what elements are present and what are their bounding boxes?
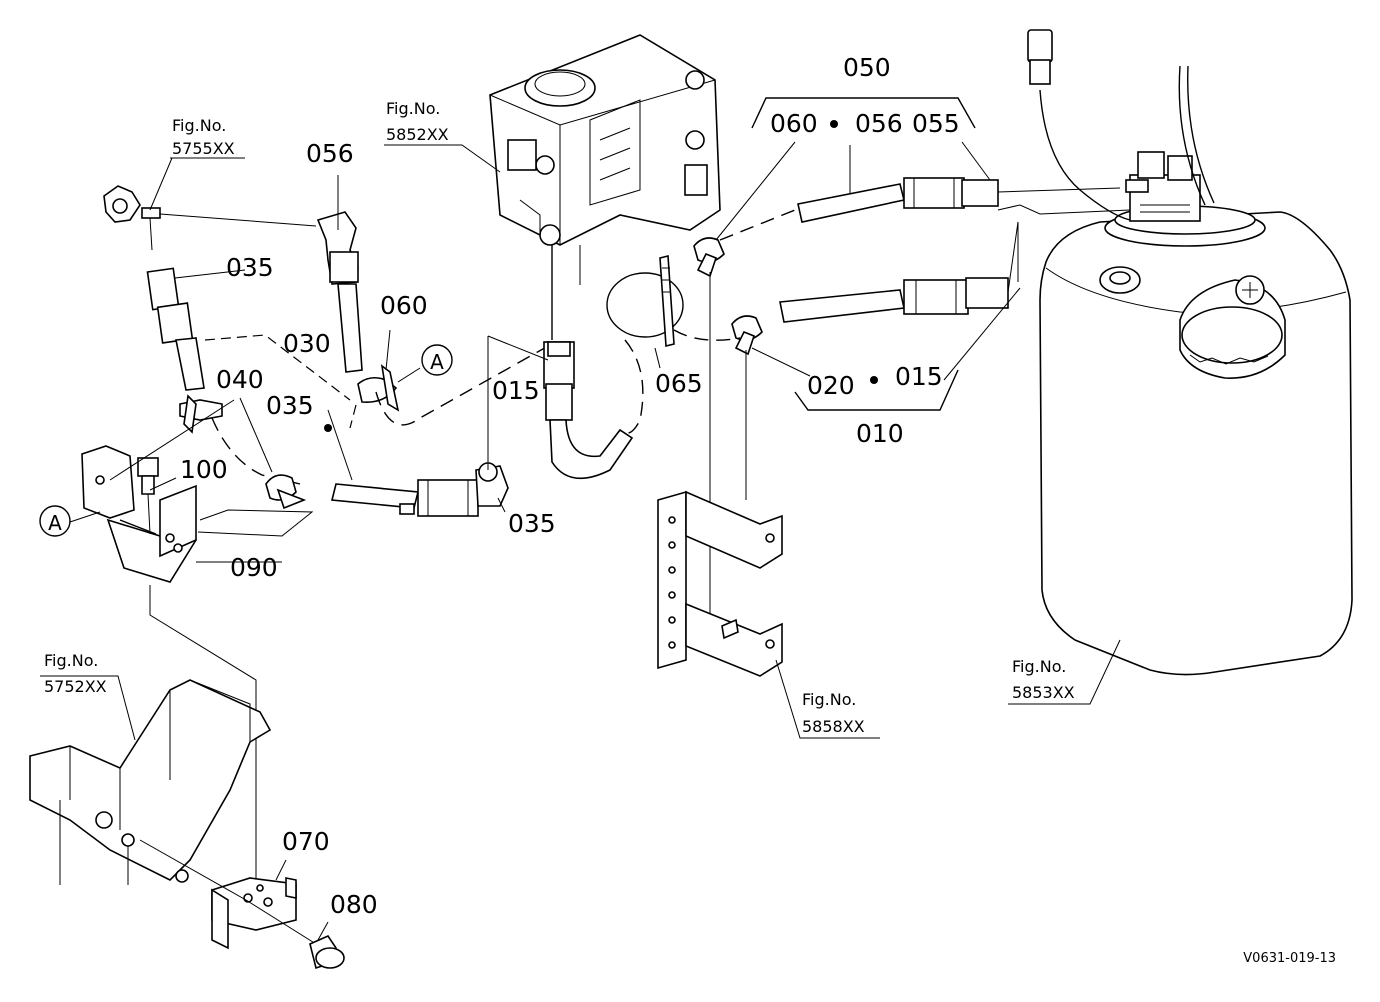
fig-ref-5852-number: 5852XX (386, 125, 449, 144)
center-bracket (657, 490, 783, 677)
fig-ref-5853-title: Fig.No. (1012, 657, 1066, 676)
label-030: 030 (283, 329, 331, 358)
middle-hose-assembly (543, 207, 801, 620)
hose-assembly-010 (779, 221, 1019, 384)
lower-frame (29, 679, 345, 970)
label-100: 100 (180, 455, 228, 484)
fig-ref-5755: Fig.No. 5755XX (172, 116, 235, 158)
label-035-c: 035 (508, 509, 556, 538)
callout-a-mid: A (430, 350, 444, 374)
callout-a-left-circle (39, 505, 71, 537)
part-labels: 050 060 056 055 056 035 060 030 040 035 … (180, 53, 960, 919)
fig-ref-5858-title: Fig.No. (802, 690, 856, 709)
label-090: 090 (230, 553, 278, 582)
group-dot-030 (324, 424, 332, 432)
label-065: 065 (655, 369, 703, 398)
label-015-mid: 015 (492, 376, 540, 405)
fig-ref-5755-number: 5755XX (172, 139, 235, 158)
fig-ref-5858: Fig.No. 5858XX (802, 690, 865, 736)
fig-ref-5853: Fig.No. 5853XX (1012, 657, 1075, 702)
label-060-top: 060 (770, 109, 818, 138)
fig-ref-5853-number: 5853XX (1012, 683, 1075, 702)
label-040: 040 (216, 365, 264, 394)
label-015-right: 015 (895, 362, 943, 391)
hose-assembly-050 (797, 120, 1131, 223)
fig-ref-5858-number: 5858XX (802, 717, 865, 736)
label-080: 080 (330, 890, 378, 919)
leader-lines (40, 97, 1121, 941)
bracket-090 (81, 399, 314, 890)
label-035-a: 035 (226, 253, 274, 282)
dosing-pump (489, 34, 721, 340)
def-tank (1027, 29, 1353, 676)
label-056-left: 056 (306, 139, 354, 168)
fig-ref-5752-title: Fig.No. (44, 651, 98, 670)
drawing-code: V0631-019-13 (1243, 951, 1336, 966)
label-010: 010 (856, 419, 904, 448)
callout-a-mid-circle (421, 344, 453, 376)
fig-ref-5752-number: 5752XX (44, 677, 107, 696)
label-070: 070 (282, 827, 330, 856)
label-020: 020 (807, 371, 855, 400)
label-060-left: 060 (380, 291, 428, 320)
callout-a-left: A (48, 511, 62, 535)
label-050: 050 (843, 53, 891, 82)
fig-ref-5852-title: Fig.No. (386, 99, 440, 118)
label-035-b: 035 (266, 391, 314, 420)
label-056-top: 056 (855, 109, 903, 138)
fig-ref-5852: Fig.No. 5852XX (386, 99, 449, 144)
label-055: 055 (912, 109, 960, 138)
fig-ref-5752: Fig.No. 5752XX (44, 651, 107, 696)
fig-ref-5755-title: Fig.No. (172, 116, 226, 135)
